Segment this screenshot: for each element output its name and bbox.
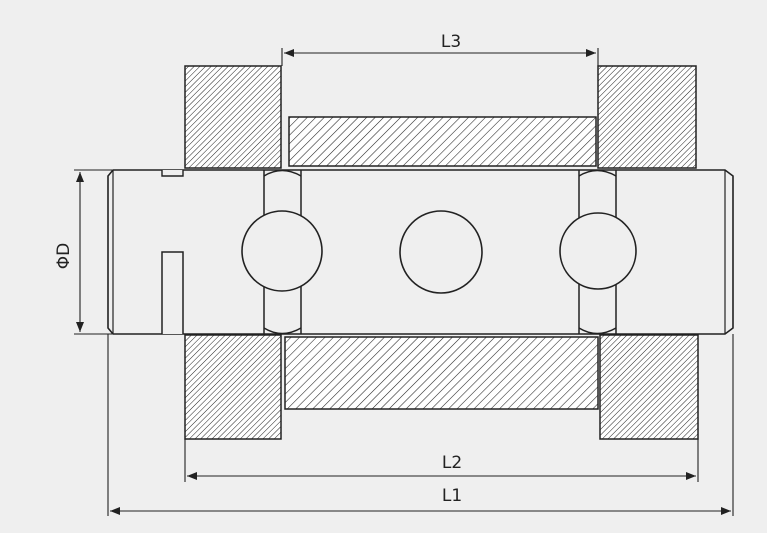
lower-right-housing-block — [599, 334, 699, 440]
dimension-l2-label: L2 — [442, 453, 462, 473]
lower-bushing — [284, 336, 599, 410]
dimension-l2 — [184, 439, 699, 482]
right-ball — [559, 212, 637, 290]
lower-left-housing-block — [184, 334, 282, 440]
left-ball — [241, 210, 323, 292]
dimension-d-label: ΦD — [54, 243, 74, 269]
upper-bushing — [288, 116, 597, 167]
shaft-top-notch — [161, 170, 184, 177]
dimension-d — [74, 169, 112, 335]
dimension-l3 — [281, 48, 599, 66]
upper-left-housing-block — [184, 65, 282, 169]
shaft-keyway-slot — [161, 251, 184, 334]
dimension-l1 — [107, 334, 734, 516]
dimension-l1-label: L1 — [442, 486, 462, 506]
dimension-l3-label: L3 — [441, 32, 461, 52]
center-ball — [399, 210, 483, 294]
upper-right-housing-block — [597, 65, 697, 169]
